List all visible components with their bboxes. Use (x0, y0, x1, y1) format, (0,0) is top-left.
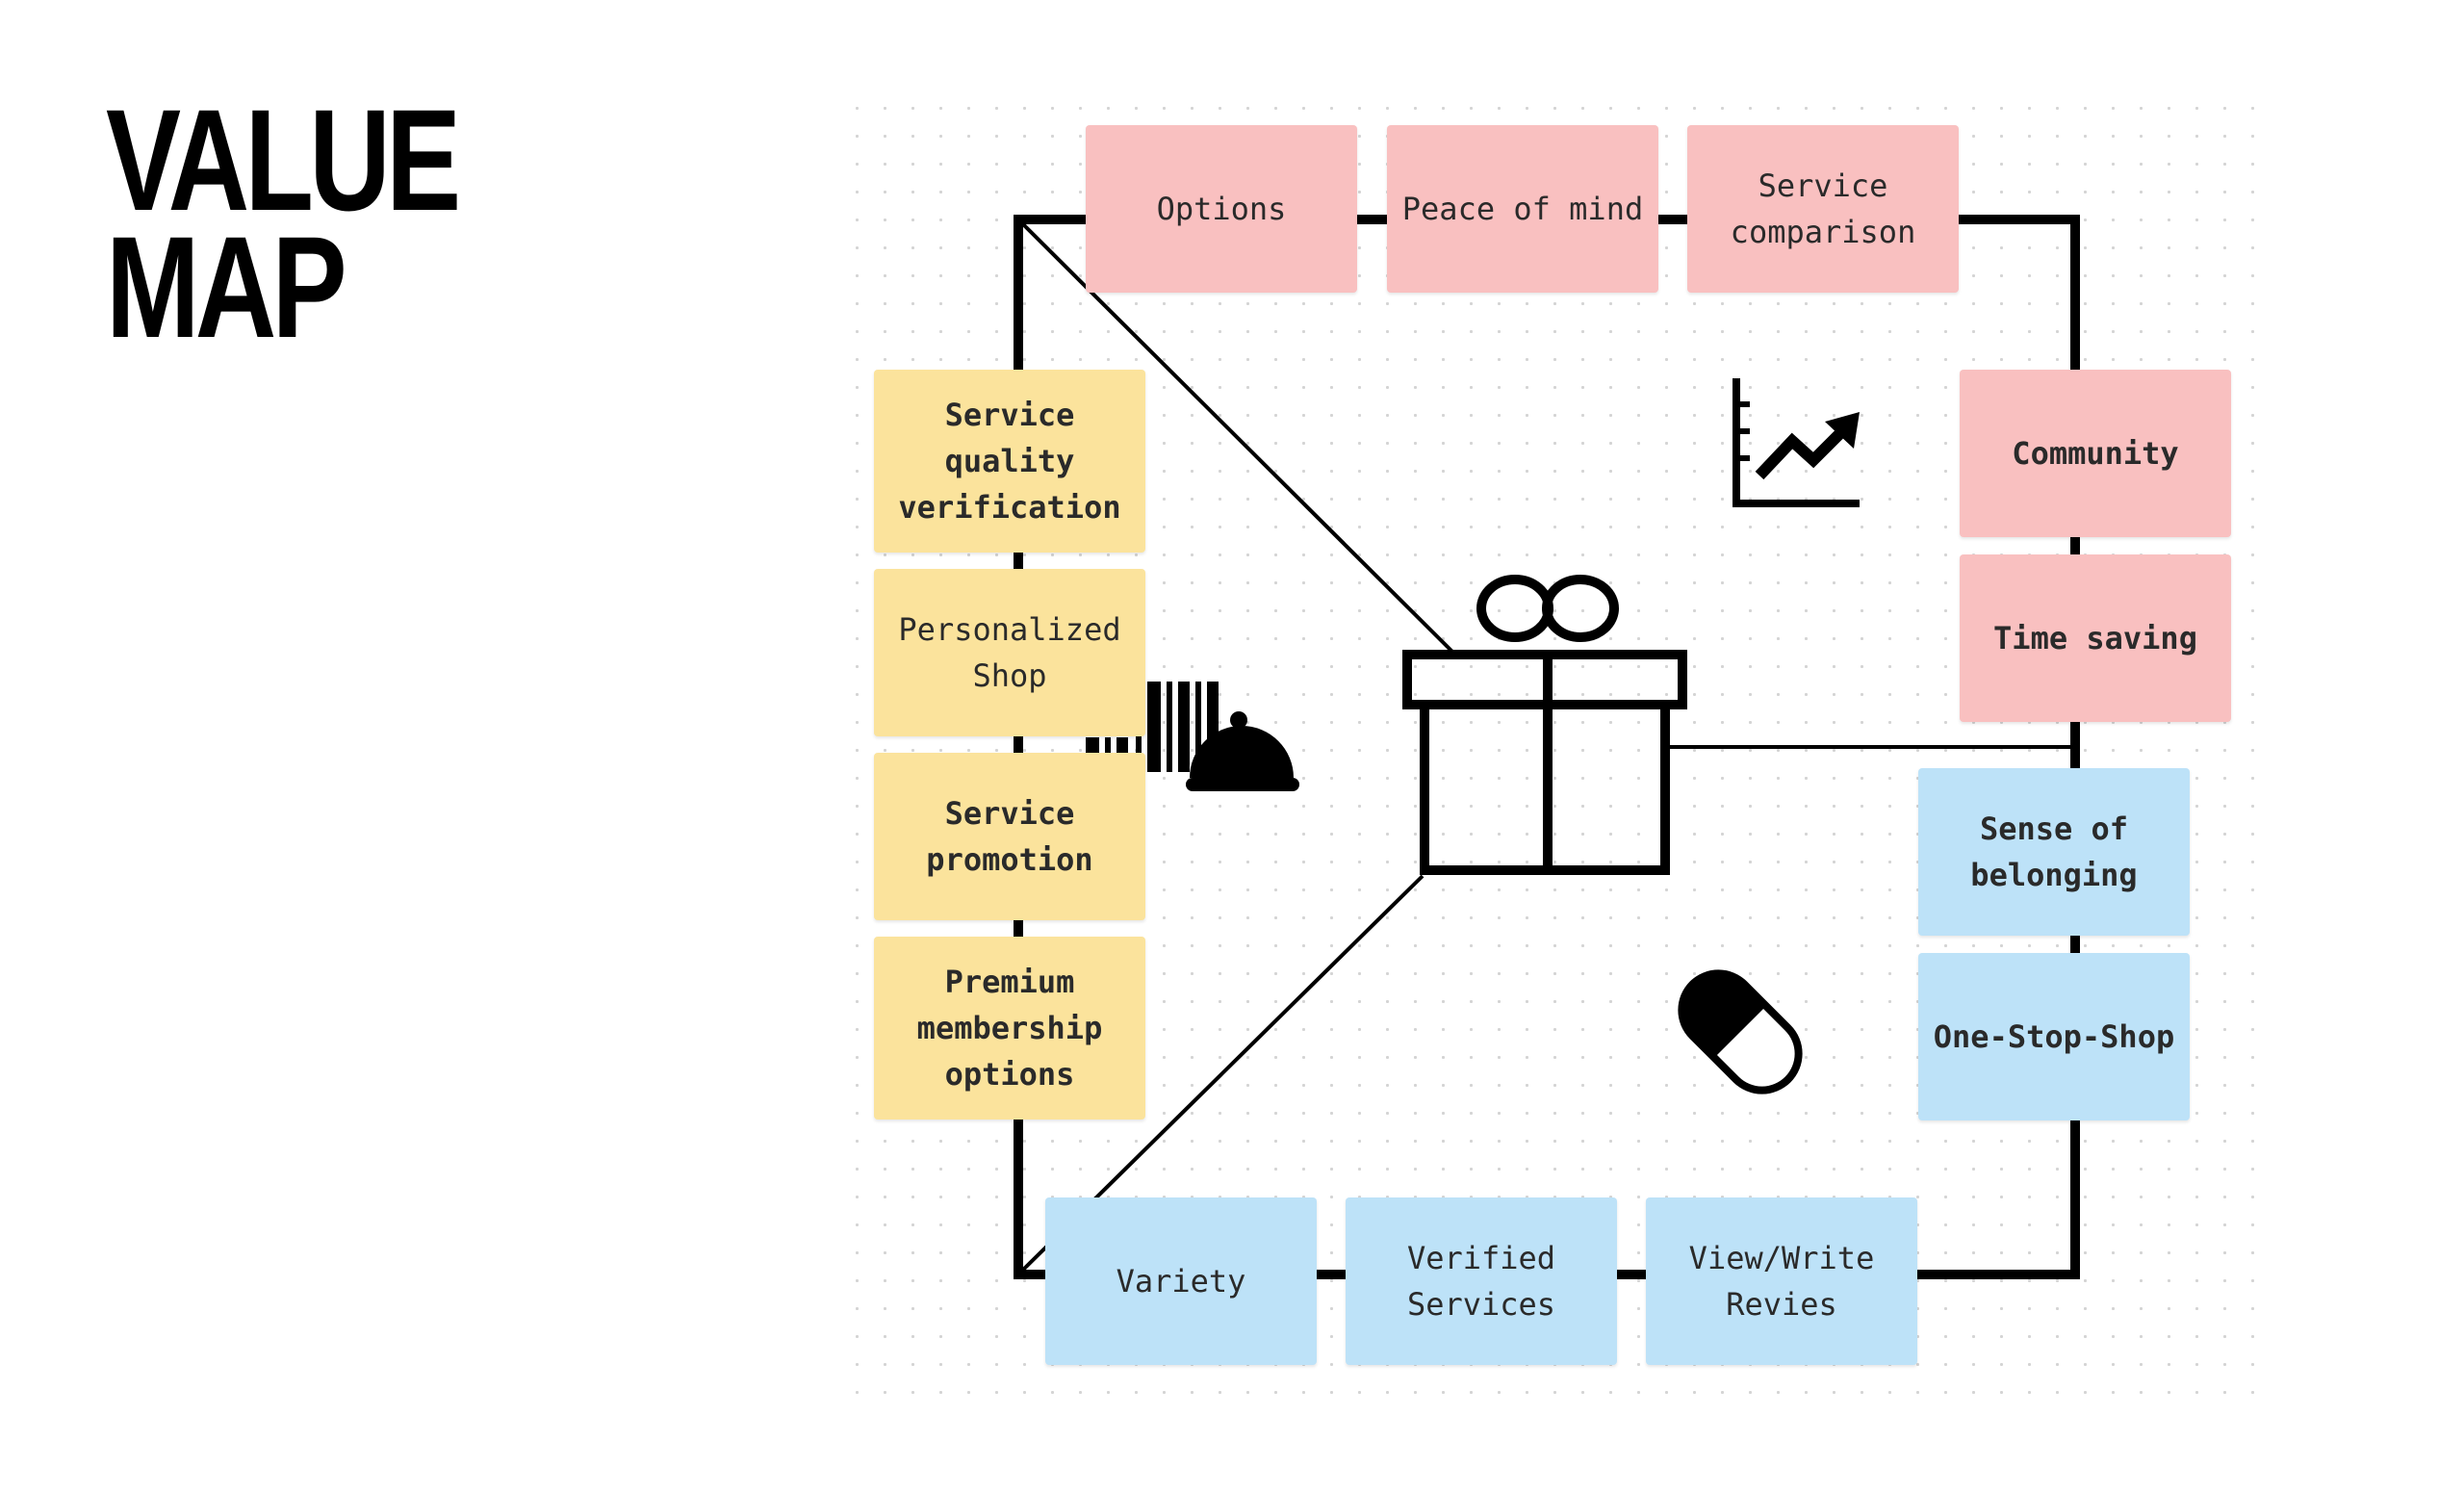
note-time-saving[interactable]: Time saving (1960, 554, 2231, 722)
title-line-1: VALUE (106, 79, 461, 241)
note-one-stop-shop[interactable]: One-Stop-Shop (1918, 953, 2190, 1120)
page-title: VALUE MAP (106, 79, 461, 368)
divider-line-top-left (1020, 221, 1457, 656)
note-view-write-revies[interactable]: View/Write Revies (1646, 1197, 1917, 1365)
note-sense-of-belonging[interactable]: Sense of belonging (1918, 768, 2190, 936)
whiteboard-canvas (837, 89, 2262, 1412)
title-line-2: MAP (106, 206, 347, 368)
note-service-comparison[interactable]: Service comparison (1687, 125, 1959, 293)
chart-trending-up-icon (1732, 378, 1860, 507)
note-service-quality-verification[interactable]: Service quality verification (874, 370, 1145, 553)
barcode-cloche-icon (1086, 682, 1299, 791)
note-options[interactable]: Options (1086, 125, 1357, 293)
note-peace-of-mind[interactable]: Peace of mind (1387, 125, 1658, 293)
note-premium-membership-options[interactable]: Premium membership options (874, 937, 1145, 1120)
gift-icon (1402, 575, 1687, 875)
pill-icon (1678, 969, 1803, 1094)
note-variety[interactable]: Variety (1045, 1197, 1317, 1365)
note-verified-services[interactable]: Verified Services (1346, 1197, 1617, 1365)
note-personalized-shop[interactable]: Personalized Shop (874, 569, 1145, 736)
note-service-promotion[interactable]: Service promotion (874, 753, 1145, 920)
note-community[interactable]: Community (1960, 370, 2231, 537)
